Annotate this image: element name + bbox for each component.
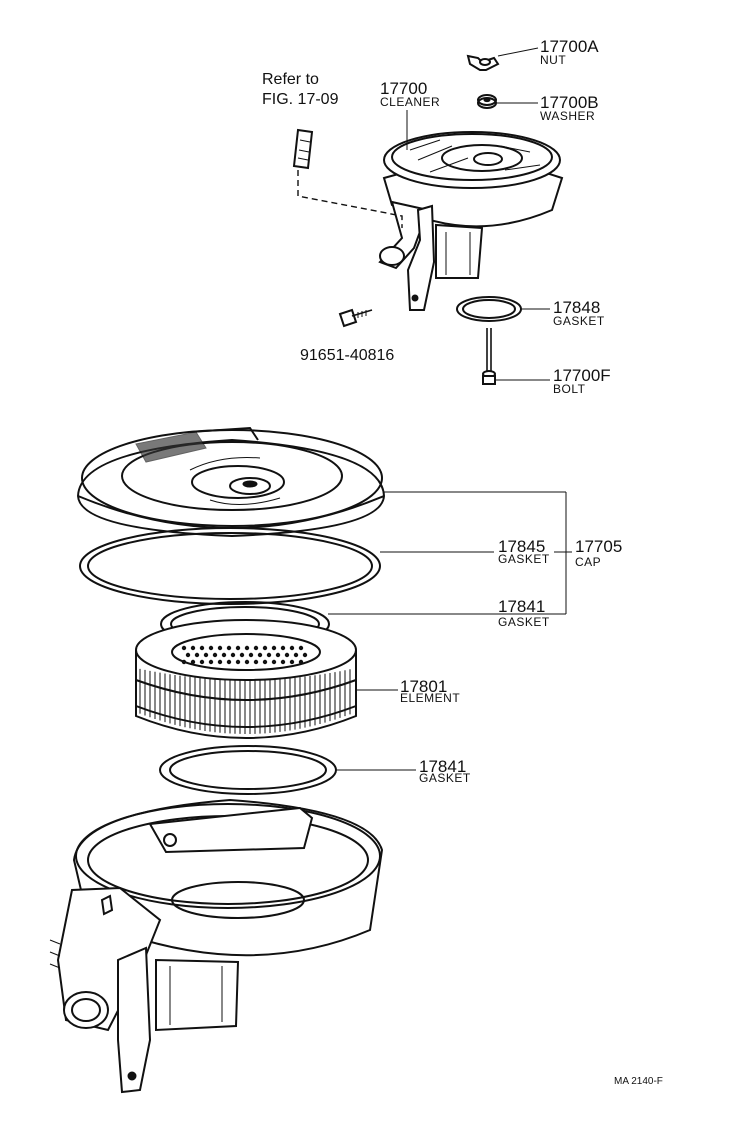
callout-gasket-17841-lower-name: GASKET <box>419 771 471 785</box>
filter-perforation <box>253 645 259 651</box>
callout-gasket-17845-name: GASKET <box>498 552 550 566</box>
filter-perforation <box>244 645 250 651</box>
bolt-part <box>482 328 496 385</box>
filter-perforation <box>289 645 295 651</box>
filter-perforation <box>230 652 236 658</box>
filter-perforation <box>235 659 241 665</box>
callout-gasket-17841-lower-number: 17841 <box>419 757 466 776</box>
filter-perforation <box>289 659 295 665</box>
callout-screw-number: 91651-40816 <box>300 347 394 364</box>
filter-perforation <box>262 659 268 665</box>
screw-part <box>338 308 373 328</box>
callout-element-number: 17801 <box>400 677 447 696</box>
filter-perforation <box>226 659 232 665</box>
callout-washer-name: WASHER <box>540 109 595 123</box>
filter-perforation <box>293 652 299 658</box>
filter-perforation <box>221 652 227 658</box>
cap-part <box>76 426 386 538</box>
callout-cleaner-number: 17700 <box>380 79 427 98</box>
filter-perforation <box>271 645 277 651</box>
filter-perforation <box>275 652 281 658</box>
wing-nut-part <box>466 54 500 71</box>
filter-perforation <box>302 652 308 658</box>
filter-perforation <box>194 652 200 658</box>
callout-gasket-17848-number: 17848 <box>553 298 600 317</box>
gasket-17845-part <box>79 527 381 605</box>
filter-perforation <box>217 645 223 651</box>
hose-reference-part <box>292 128 314 170</box>
filter-perforation <box>212 652 218 658</box>
callout-washer-number: 17700B <box>540 93 599 112</box>
filter-perforation <box>262 645 268 651</box>
filter-perforation <box>244 659 250 665</box>
callout-gasket-17848-name: GASKET <box>553 314 605 328</box>
callout-leaders <box>328 491 572 771</box>
filter-perforation <box>239 652 245 658</box>
callout-gasket-17845-number: 17845 <box>498 537 545 556</box>
reference-line-1: Refer to <box>262 71 319 88</box>
filter-perforation <box>208 645 214 651</box>
leader-nut <box>497 47 539 57</box>
element-part <box>135 619 357 739</box>
filter-perforation <box>199 659 205 665</box>
filter-perforation <box>185 652 191 658</box>
filter-perforation <box>208 659 214 665</box>
reference-line-2: FIG. 17-09 <box>262 91 339 108</box>
callout-bolt-name: BOLT <box>553 382 586 396</box>
callout-nut-number: 17700A <box>540 37 599 56</box>
cleaner-assembly-part <box>378 131 564 311</box>
washer-part <box>477 94 497 109</box>
filter-perforation <box>298 645 304 651</box>
filter-perforation <box>257 652 263 658</box>
filter-perforation <box>253 659 259 665</box>
filter-perforation <box>199 645 205 651</box>
housing-part <box>49 798 384 1094</box>
filter-perforation <box>190 645 196 651</box>
gasket-17848-part <box>456 296 522 322</box>
filter-perforation <box>284 652 290 658</box>
filter-perforation <box>181 645 187 651</box>
filter-perforation <box>280 659 286 665</box>
callout-gasket-17841-upper-number: 17841 <box>498 597 545 616</box>
gasket-17841-lower-part <box>159 745 337 795</box>
filter-perforation <box>226 645 232 651</box>
callout-nut-name: NUT <box>540 53 566 67</box>
callout-cap-name: CAP <box>575 555 601 569</box>
filter-perforation <box>190 659 196 665</box>
figure-code: MA 2140-F <box>614 1076 663 1087</box>
filter-perforation <box>280 645 286 651</box>
filter-perforation <box>217 659 223 665</box>
filter-perforation <box>298 659 304 665</box>
callout-bolt-number: 17700F <box>553 366 611 385</box>
callout-cap-number: 17705 <box>575 537 622 556</box>
reference-dashed-line <box>297 170 403 228</box>
filter-perforation <box>235 645 241 651</box>
filter-perforation <box>271 659 277 665</box>
filter-perforation <box>203 652 209 658</box>
callout-cleaner-name: CLEANER <box>380 95 440 109</box>
callout-element-name: ELEMENT <box>400 691 460 705</box>
filter-perforation <box>248 652 254 658</box>
callout-gasket-17841-upper-name: GASKET <box>498 615 550 629</box>
filter-perforation <box>266 652 272 658</box>
filter-perforation <box>181 659 187 665</box>
